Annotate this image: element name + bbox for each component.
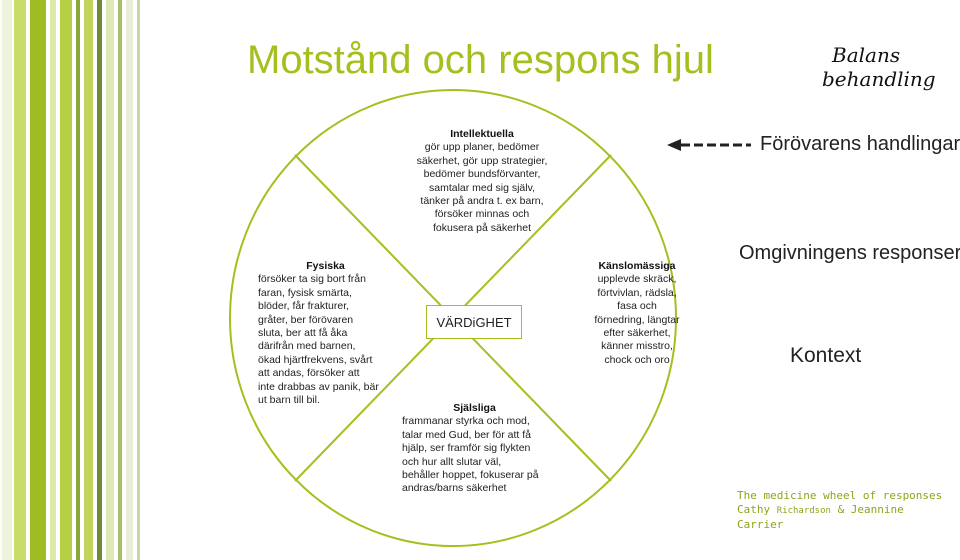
quadrant-line: att andas, försöker att: [258, 367, 360, 380]
logo-line1: Balans: [831, 43, 900, 67]
context-label: Kontext: [790, 344, 862, 367]
quadrant-line: efter säkerhet,: [603, 327, 671, 340]
arrow-left-icon: [667, 139, 751, 151]
credit-first-name: Cathy: [737, 502, 771, 516]
quadrant-heading: Intellektuella: [450, 128, 514, 140]
quadrant-line: fokusera på säkerhet: [432, 221, 532, 234]
quadrant-line: sluta, ber att få åka: [258, 327, 348, 340]
quadrant-heading: Fysiska: [306, 260, 345, 272]
quadrant-line: ökad hjärtfrekvens, svårt: [258, 353, 373, 366]
quadrant-line: gör upp planer, bedömer: [424, 141, 540, 154]
quadrant-line: faran, fysisk smärta,: [258, 286, 352, 299]
credit-line2: Cathy Richardson & Jeannine: [737, 503, 942, 519]
quadrant-line: försöker ta sig bort från: [258, 273, 366, 286]
quadrant-line: chock och oro: [604, 353, 670, 366]
quadrant-line: ut barn till bil.: [258, 394, 320, 407]
quadrant-line: hjälp, ser framför sig flykten: [402, 442, 531, 455]
center-label-box: VÄRDiGHET: [426, 305, 522, 339]
quadrant-line: säkerhet, gör upp strategier,: [416, 154, 548, 167]
quadrant-line: tänker på andra t. ex barn,: [420, 195, 544, 208]
quadrant-line: talar med Gud, ber för att få: [402, 428, 531, 441]
logo-graphic: Balans behandling: [822, 43, 936, 91]
quadrant-line: samtalar med sig själv,: [428, 181, 535, 194]
credit-line3: Carrier: [737, 518, 784, 531]
quadrant-spiritual: Själsliga frammanar styrka och mod, tala…: [402, 402, 547, 496]
quadrant-line: upplevde skräck,: [597, 273, 677, 286]
quadrant-line: förnedring, längtar: [594, 313, 680, 326]
quadrant-heading: Känslomässiga: [598, 260, 676, 272]
quadrant-intellectual: Intellektuella gör upp planer, bedömer s…: [412, 128, 552, 235]
quadrant-line: blöder, får frakturer,: [258, 300, 350, 313]
quadrant-line: inte drabbas av panik, bär: [258, 380, 379, 393]
credit-coauthor: & Jeannine: [837, 502, 904, 516]
quadrant-line: känner misstro,: [601, 340, 673, 353]
quadrant-line: gråter, ber förövaren: [258, 313, 354, 326]
quadrant-physical: Fysiska försöker ta sig bort från faran,…: [258, 260, 393, 407]
credit-surname: Richardson: [776, 505, 831, 516]
quadrant-line: därifrån med barnen,: [258, 340, 356, 353]
center-label: VÄRDiGHET: [436, 314, 512, 330]
credit-block: The medicine wheel of responses Cathy Ri…: [737, 489, 942, 532]
quadrant-line: andras/barns säkerhet: [402, 482, 507, 495]
logo-line2: behandling: [822, 67, 936, 91]
quadrant-line: fasa och: [617, 300, 657, 313]
quadrant-heading: Själsliga: [453, 402, 496, 414]
perpetrator-label: Förövarens handlingar: [760, 133, 960, 155]
quadrant-line: försöker minnas och: [434, 208, 530, 221]
decorative-stripes: [0, 0, 150, 560]
wheel-circle: [229, 89, 677, 547]
balans-behandling-logo: Balans behandling: [820, 40, 960, 98]
quadrant-line: frammanar styrka och mod,: [402, 415, 530, 428]
response-label: Omgivningens responser: [739, 242, 960, 264]
quadrant-emotional: Känslomässiga upplevde skräck, förtvivla…: [582, 260, 692, 367]
quadrant-line: behåller hoppet, fokuserar på: [402, 469, 539, 482]
quadrant-line: förtvivlan, rädsla,: [597, 286, 677, 299]
quadrant-line: bedömer bundsförvanter,: [423, 168, 541, 181]
page-title: Motstånd och respons hjul: [247, 38, 714, 82]
credit-line1: The medicine wheel of responses: [737, 489, 943, 502]
quadrant-line: och hur allt slutar väl,: [402, 455, 502, 468]
